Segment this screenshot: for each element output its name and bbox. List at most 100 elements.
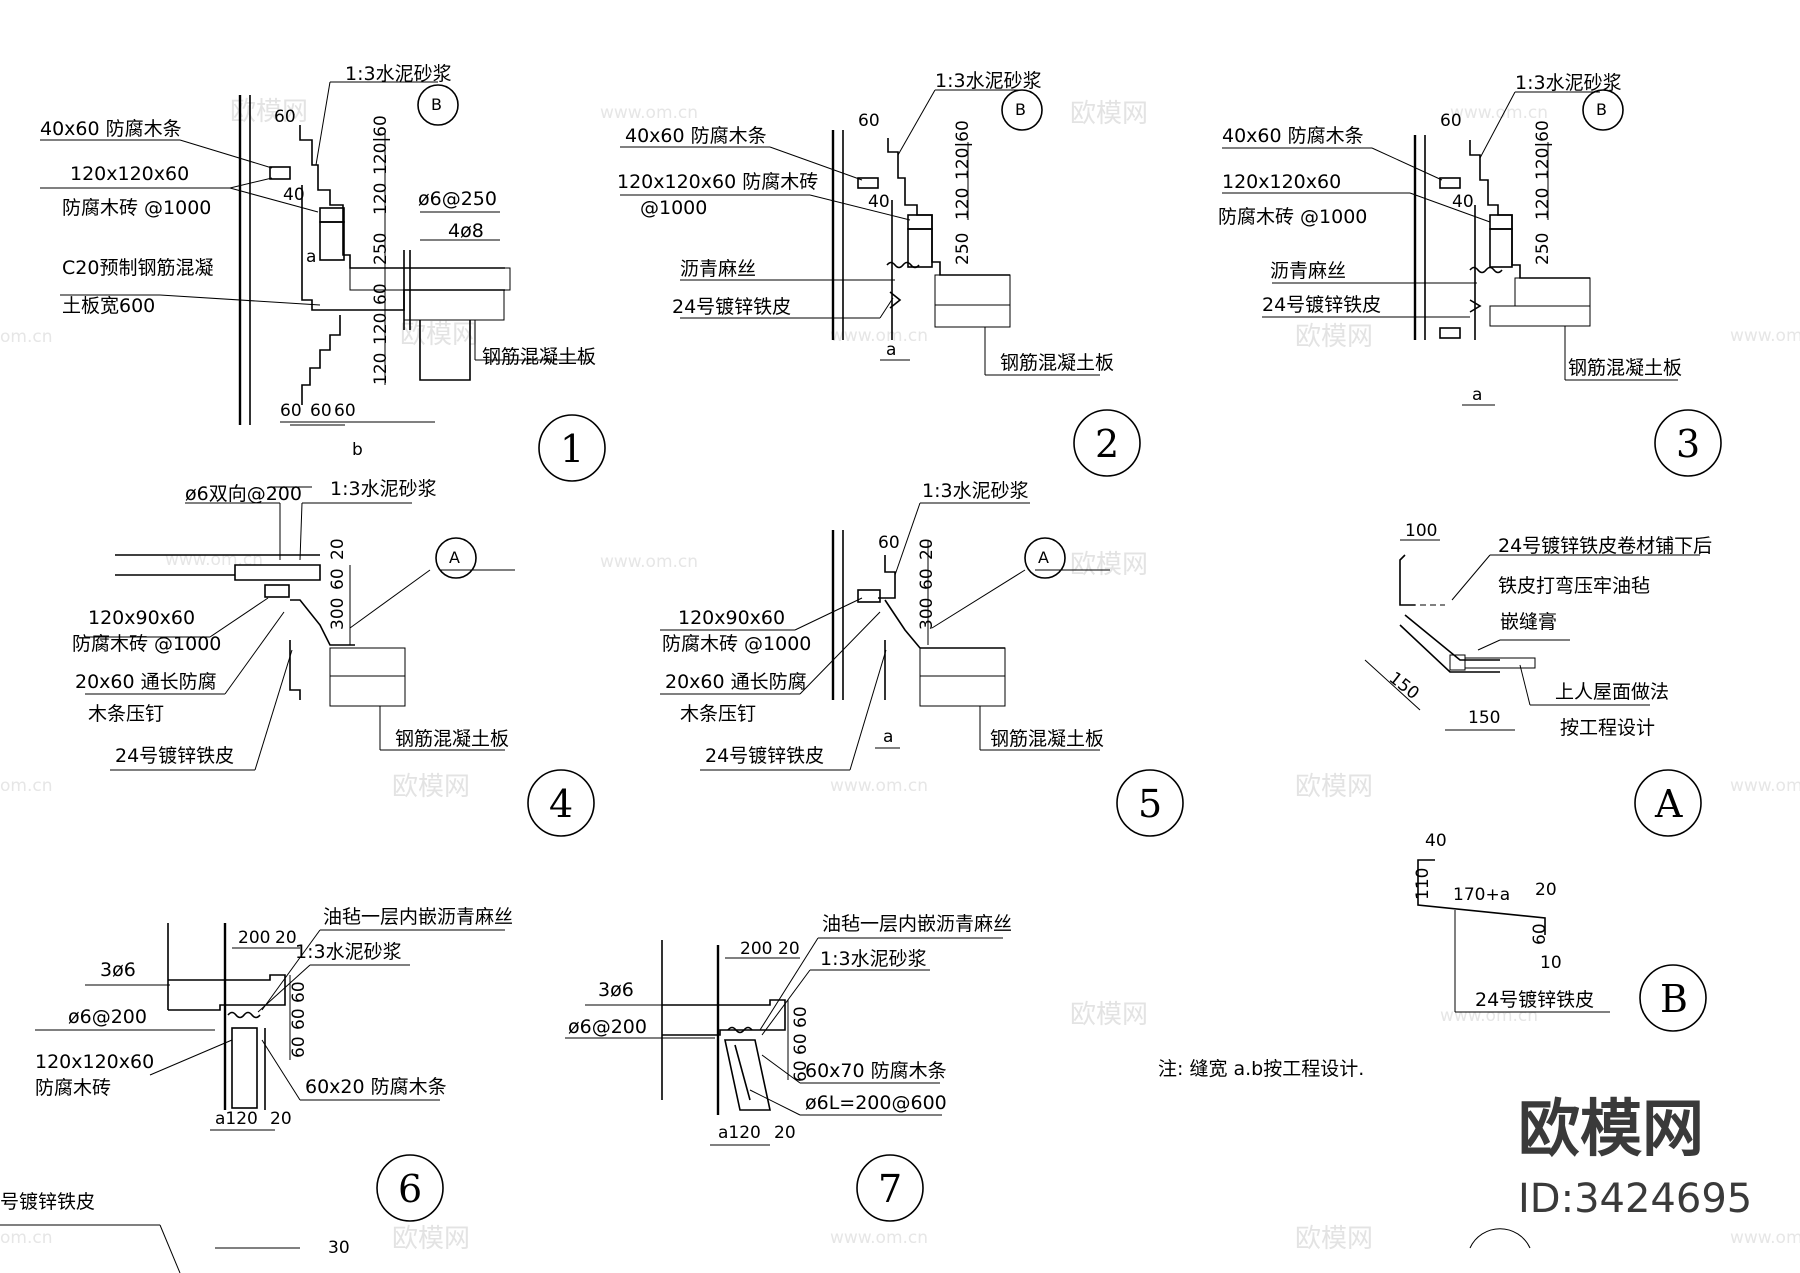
reference-letter: B [431,95,442,114]
flashing-profile [1404,614,1500,661]
label-batten: 60x20 防腐木条 [305,1076,447,1098]
dim-text: 120 [953,188,973,220]
leader-line [1519,664,1531,706]
label-slab: 钢筋混凝土板 [482,346,596,368]
detail-number: 1 [560,427,584,471]
dim-line [1364,659,1421,711]
label-hemp: 沥青麻丝 [1270,260,1346,282]
label-sheet: 24号镀锌铁皮 [672,296,791,318]
leader-line [897,89,936,156]
leader-line [179,139,273,169]
label-bars: 3ø6 [100,959,136,981]
reference-bubble-B [1001,89,1043,131]
label-brick-size: 120x120x60 [1222,171,1341,193]
hemp-wave [886,261,920,269]
leader-line [759,937,819,1031]
detail-number-circle [1116,769,1184,837]
label-sheet: 24号镀锌铁皮 [705,745,824,767]
dim-text: 120 [1533,188,1553,220]
wood-brick [319,221,345,261]
detail-B: 40 110 170+a 20 60 10 24号镀锌铁皮 B [1413,831,1707,1032]
label-brick-name: 防腐木砖 @1000 [62,197,211,219]
dim-text: 250 [371,233,391,265]
leader-line [254,649,293,771]
dim-text: 200 [238,928,270,948]
dim-text: 60 [858,111,880,131]
dim-text: 20 [270,1109,292,1129]
label-brick: 120x120x60 防腐木砖 [617,171,818,193]
detail-number: 2 [1095,422,1119,466]
leader-line [1477,639,1501,651]
label-mortar: 1:3水泥砂浆 [295,941,402,963]
label-line2: 铁皮打弯压牢油毡 [1498,575,1650,597]
slab-layer [329,675,406,707]
dim-text: 20 [275,928,297,948]
dim-text: 150 [1468,708,1500,728]
dim-text: 250 [953,233,973,265]
brand-block: 欧模网 ID:3424695 [1518,1092,1752,1222]
label-mortar: 1:3水泥砂浆 [820,948,927,970]
dim-text: 60 [280,401,302,421]
hemp-wave [1469,266,1503,274]
dim-text: 60 [791,1006,811,1028]
dim-text: 170+a [1453,885,1510,905]
leader-line [749,1089,801,1116]
watermark: 欧模网 [1295,772,1373,802]
label-brick-name: 防腐木砖 @1000 [662,633,811,655]
label-batten: 60x70 防腐木条 [805,1060,947,1082]
detail-5: A 1:3水泥砂浆 120x90x60 防腐木砖 @1000 20x60 通长防… [660,480,1184,837]
wood-brick [907,214,933,230]
leader-line [224,611,285,695]
reference-letter: B [1015,100,1026,119]
dim-text: 60 [917,568,937,590]
label-hemp: 沥青麻丝 [680,258,756,280]
label-rebar: ø6@200 [568,1016,647,1038]
slab-layer [919,675,1006,707]
dim-text: 200 [740,939,772,959]
detail-number: 3 [1676,422,1700,466]
leader-line [809,194,911,221]
leader-line [1409,192,1491,223]
reference-letter: B [1596,100,1607,119]
flashing-profile [290,599,355,646]
detail-A: 24号镀锌铁皮卷材铺下后 铁皮打弯压牢油毡 嵌缝膏 上人屋面做法 按工程设计 1… [1364,521,1712,837]
dim-text: 60 [791,1060,811,1082]
watermark: www.om.cn [1440,1006,1538,1026]
leader-line [849,649,887,771]
dim-text: 60 [334,401,356,421]
label-brick-size: 120x120x60 [70,163,189,185]
wood-brick [231,1027,258,1109]
slab-support [419,320,471,381]
wood-brick [319,207,345,223]
detail-number-circle [376,1154,444,1222]
watermark: 欧模网 [1070,550,1148,580]
leader-line [1479,91,1516,159]
label-mortar: 1:3水泥砂浆 [935,70,1042,92]
label-brick-size: 120x90x60 [88,607,195,629]
step-profile [301,315,341,405]
reference-bubble-B [1582,89,1624,131]
detail-number-circle [1634,769,1702,837]
dim-text: 40 [1425,831,1447,851]
slab-layer [934,304,1011,328]
leader-line [159,294,321,306]
dim-text: 120 [371,313,391,345]
reference-bubble-B [417,84,459,126]
dim-text: 20 [1535,880,1557,900]
detail-number: 5 [1138,782,1162,826]
leader-line [299,502,303,561]
detail-number-circle [1073,409,1141,477]
detail-1: B 1:3水泥砂浆 40x60 防腐木条 120x120x60 防腐木砖 @10… [40,63,606,482]
label-felt: 油毡一层内嵌沥青麻丝 [822,913,1012,935]
label-brick-size: 120x120x60 [35,1051,154,1073]
wood-batten [724,1039,771,1111]
watermark: www.om.cn [165,550,263,570]
watermark: www.om.cn [830,1228,928,1248]
label-roof-2: 按工程设计 [1560,717,1655,739]
leader-line [761,969,811,1036]
dim-text: 40 [283,185,305,205]
wood-brick [1439,327,1461,339]
slab-layer [403,289,505,321]
label-rebar: ø6@200 [68,1006,147,1028]
wood-brick [1489,214,1513,230]
